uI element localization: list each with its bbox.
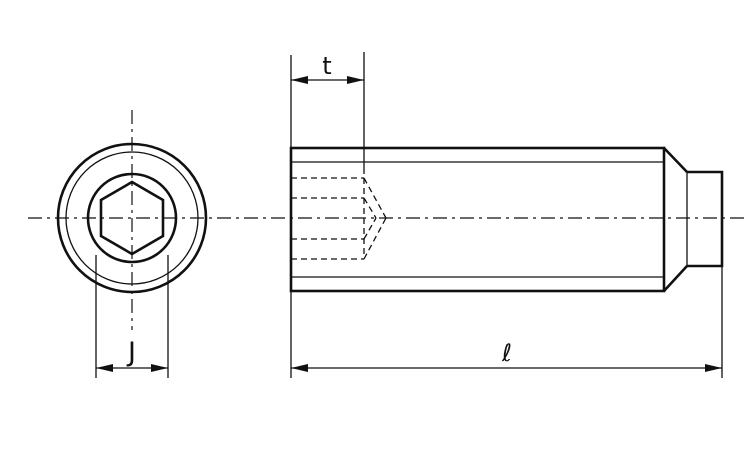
t-arrow-right: [347, 76, 364, 84]
hidden-cone-inner-bottom: [363, 217, 377, 240]
j-arrow-right: [151, 364, 168, 372]
chamfer-top: [663, 147, 688, 173]
t-dimension: t: [290, 52, 365, 168]
chamfer-bottom: [663, 265, 688, 292]
l-arrow-right: [705, 364, 722, 372]
j-arrow-left: [96, 364, 113, 372]
j-label: J: [126, 337, 136, 368]
side-view: [289, 146, 724, 293]
end-view: [56, 110, 208, 330]
hidden-cone-inner-top: [363, 197, 377, 219]
t-label: t: [322, 52, 331, 80]
l-label: ℓ: [501, 339, 512, 367]
hidden-cone-top: [363, 177, 387, 219]
j-dimension: J: [95, 255, 169, 378]
hidden-cone-bottom: [363, 217, 387, 260]
l-arrow-left: [291, 364, 308, 372]
body-outline: [289, 146, 666, 293]
l-dimension: ℓ: [290, 266, 723, 378]
dog-point: [687, 170, 724, 268]
t-arrow-left: [291, 76, 308, 84]
